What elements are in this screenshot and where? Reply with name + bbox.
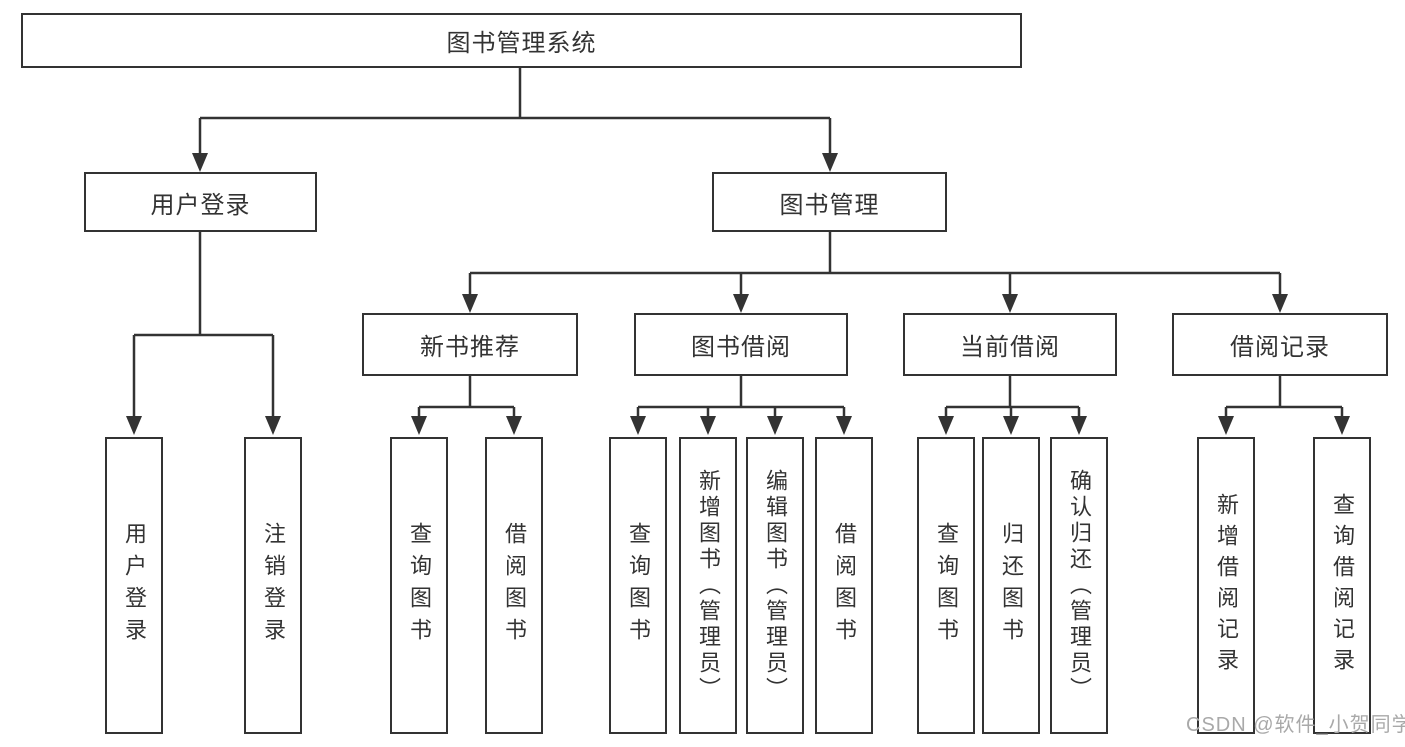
node-book-management: 图书管理	[712, 172, 947, 232]
node-label: 用户登录	[150, 191, 251, 219]
node-current-borrowing: 当前借阅	[903, 313, 1117, 376]
node-label: 借阅记录	[1230, 334, 1330, 361]
node-label: 查询借阅记录	[1330, 492, 1355, 679]
node-current-return-book: 归还图书	[982, 437, 1040, 734]
node-new-book-recommend: 新书推荐	[362, 313, 578, 376]
node-label: 新增图书（管理员）	[696, 468, 721, 703]
node-label: 图书管理系统	[446, 30, 597, 57]
node-label: 图书借阅	[691, 334, 791, 361]
node-user-login: 用户登录	[84, 172, 317, 232]
node-label: 查询图书	[407, 521, 432, 650]
node-label: 注销登录	[261, 521, 286, 650]
watermark: CSDN @软件_小贺同学	[1186, 714, 1405, 736]
node-borrowing-query-book: 查询图书	[609, 437, 667, 734]
node-borrowing-add-book-admin: 新增图书（管理员）	[679, 437, 737, 734]
node-label: 图书管理	[779, 191, 880, 219]
node-borrowing-edit-book-admin: 编辑图书（管理员）	[746, 437, 804, 734]
node-label: 借阅图书	[502, 521, 527, 650]
node-current-confirm-return-admin: 确认归还（管理员）	[1050, 437, 1108, 734]
node-root: 图书管理系统	[21, 13, 1022, 68]
node-current-query-book: 查询图书	[917, 437, 975, 734]
node-label: 用户登录	[122, 521, 147, 650]
node-label: 新增借阅记录	[1214, 492, 1239, 679]
node-records-query-record: 查询借阅记录	[1313, 437, 1371, 734]
node-borrowing-borrow-book: 借阅图书	[815, 437, 873, 734]
node-records-add-record: 新增借阅记录	[1197, 437, 1255, 734]
node-label: 查询图书	[626, 521, 651, 650]
node-label: 编辑图书（管理员）	[763, 468, 788, 703]
node-label: 归还图书	[999, 521, 1024, 650]
node-borrow-records: 借阅记录	[1172, 313, 1388, 376]
node-logout: 注销登录	[244, 437, 302, 734]
node-label: 新书推荐	[420, 334, 520, 361]
node-book-borrowing: 图书借阅	[634, 313, 848, 376]
node-label: 查询图书	[934, 521, 959, 650]
node-label: 确认归还（管理员）	[1067, 468, 1092, 703]
node-label: 借阅图书	[832, 521, 857, 650]
node-label: 当前借阅	[960, 334, 1060, 361]
node-recommend-borrow-book: 借阅图书	[485, 437, 543, 734]
node-recommend-query-book: 查询图书	[390, 437, 448, 734]
arrowheads	[126, 153, 1350, 435]
node-login: 用户登录	[105, 437, 163, 734]
